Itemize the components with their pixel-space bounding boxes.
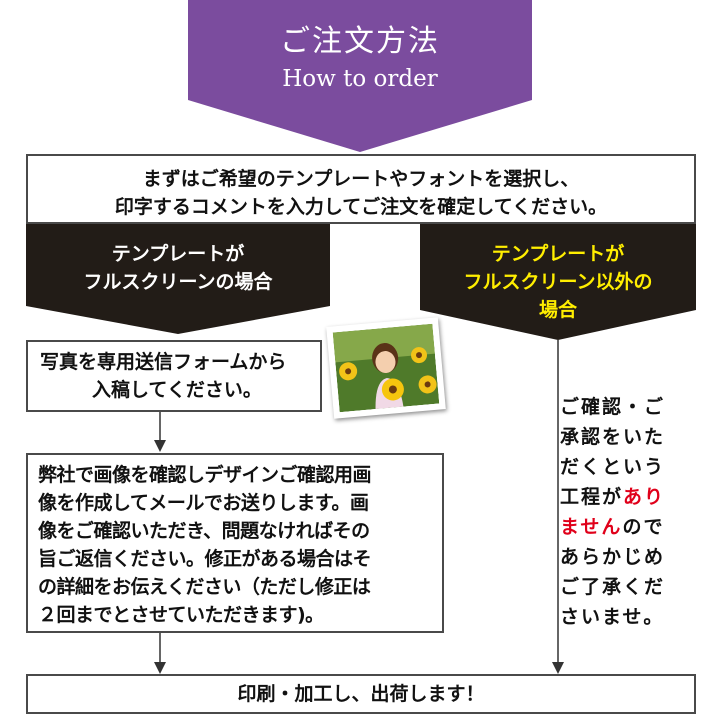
note-emphasis: あり: [623, 486, 666, 508]
note-line: 承認をいた: [560, 426, 666, 448]
branch-left-line: テンプレートが: [111, 243, 245, 265]
upload-step-box: 写真を専用送信フォームから 入稿してください。: [26, 340, 322, 412]
confirmation-line: ２回までとさせていただきます)。: [38, 604, 324, 626]
intro-box: まずはご希望のテンプレートやフォントを選択し、 印字するコメントを入力してご注文…: [26, 154, 696, 224]
sample-photo: [326, 317, 446, 419]
note-text: ので: [622, 516, 665, 538]
note-line: ご確認・ご: [560, 396, 666, 418]
page-subtitle: How to order: [282, 66, 438, 92]
note-line: ご了承くだ: [560, 576, 666, 598]
title-banner: [188, 0, 532, 152]
branch-left-label: テンプレートが フルスクリーンの場合: [26, 232, 330, 306]
note-line: ませんので: [560, 512, 700, 542]
note-line: あらかじめ: [560, 546, 666, 568]
arrow-head-confirm: [154, 662, 166, 674]
branch-right-line: テンプレートが: [491, 243, 625, 265]
branch-right-line: 場合: [538, 299, 577, 321]
shipping-step-box: 印刷・加工し、出荷します！: [26, 674, 696, 714]
note-line: だくという: [560, 456, 666, 478]
child-with-sunflowers-image: [332, 323, 440, 413]
branch-left-line: フルスクリーンの場合: [83, 271, 273, 293]
confirmation-line: 弊社で画像を確認しデザインご確認用画: [38, 464, 372, 486]
upload-step-line: 写真を専用送信フォームから: [40, 351, 287, 373]
confirmation-line: 旨ご返信ください。修正がある場合はそ: [38, 548, 372, 570]
page-title: ご注文方法: [280, 24, 440, 59]
note-text: 工程が: [560, 486, 624, 508]
confirmation-step-box: 弊社で画像を確認しデザインご確認用画 像を作成してメールでお送りします。画 像を…: [26, 453, 444, 633]
note-emphasis: ません: [560, 516, 623, 538]
confirmation-line: 像をご確認いただき、問題なければその: [38, 520, 370, 542]
confirmation-line: 像を作成してメールでお送りします。画: [38, 492, 369, 514]
arrow-head-upload: [154, 440, 166, 452]
branch-right-label: テンプレートが フルスクリーン以外の 場合: [420, 232, 696, 332]
branch-left-shape: [26, 224, 330, 334]
note-line: 工程があり: [560, 482, 700, 512]
intro-line: まずはご希望のテンプレートやフォントを選択し、: [142, 168, 580, 190]
branch-right-shape: [420, 224, 696, 340]
branch-right-line: フルスクリーン以外の: [463, 271, 653, 293]
banner-shape: [188, 0, 532, 152]
confirmation-line: の詳細をお伝えください（ただし修正は: [38, 576, 371, 598]
note-line: さいませ。: [560, 606, 665, 628]
upload-step-line: 入稿してください。: [92, 379, 262, 401]
no-confirmation-note: ご確認・ご 承認をいた だくという 工程があり ませんので あらかじめ ご了承く…: [560, 392, 700, 632]
arrow-head-right: [552, 662, 564, 674]
intro-line: 印字するコメントを入力してご注文を確定してください。: [114, 196, 608, 218]
